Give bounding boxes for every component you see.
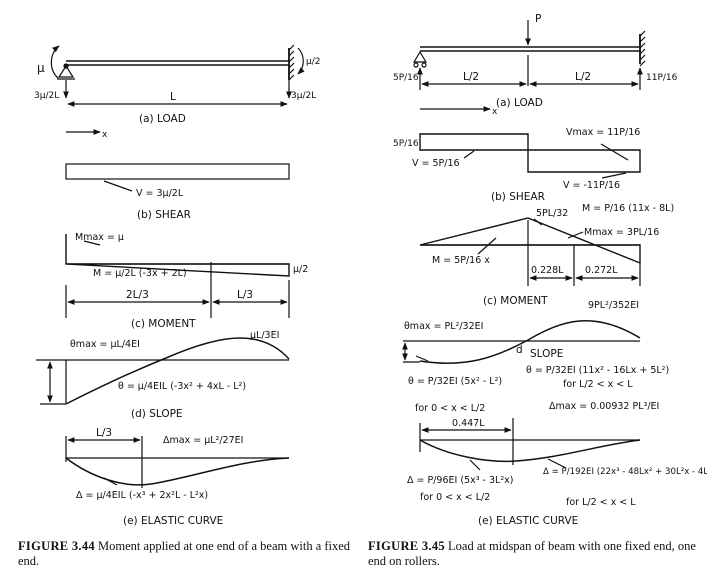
figure-344-text: Moment applied at one end of a beam with… (18, 539, 351, 568)
fig345-elastic-range2: for L/2 < x < L (566, 497, 636, 508)
fig345-shear-diagram (419, 133, 641, 173)
fig345-x-label: x (492, 107, 498, 117)
fig344-elastic-curve (65, 457, 290, 486)
figure-344-caption: FIGURE 3.44 Moment applied at one end of… (18, 539, 353, 569)
fig345-shear-caption: (b) SHEAR (491, 191, 545, 203)
fig344-moment-eq: M = μ/2L (-3x + 2L) (93, 268, 187, 279)
fig345-d2-label: 0.272L (585, 265, 618, 276)
fig345-dmax-label: Δmax = 0.00932 PL³/EI (549, 401, 659, 412)
figure-345-number: FIGURE 3.45 (368, 539, 445, 553)
fig345-thmax-label: θmax = PL²/32EI (404, 321, 483, 332)
fig345-shear-v1: V = 5P/16 (412, 158, 460, 169)
fig345-slope-curve (419, 320, 641, 364)
fig345-load-caption: (a) LOAD (496, 97, 543, 109)
fig344-shear-diagram (65, 163, 290, 180)
fig344-slope-caption: (d) SLOPE (131, 408, 183, 420)
fig344-elastic-seg: L/3 (96, 427, 112, 439)
fig344-moment-label: μ (37, 61, 45, 75)
fig345-slope-range1: for 0 < x < L/2 (415, 403, 485, 414)
fig345-d-label: d (516, 344, 523, 356)
fig345-reaction-left-label: 5P/16 (393, 73, 419, 83)
fig344-shear-caption: (b) SHEAR (137, 209, 191, 221)
fig344-shear-leader (103, 180, 133, 192)
fig344-moment-right: μ/2 (293, 264, 308, 275)
fig345-elastic-curve (419, 439, 641, 463)
fig344-load-caption: (a) LOAD (139, 113, 186, 125)
fig344-reaction-left-label: 3μ/2L (34, 91, 59, 101)
fig345-beam (420, 46, 640, 52)
fig344-x-label: x (102, 130, 108, 140)
figure-345-caption: FIGURE 3.45 Load at midspan of beam with… (368, 539, 703, 569)
fig345-roller-support (412, 50, 428, 68)
fig344-slope-eq: θ = μ/4EIL (-3x² + 4xL - L²) (118, 381, 246, 392)
fig345-elastic-eq2: Δ = P/192EI (22x³ - 48Lx² + 30L²x - 4L³) (543, 467, 707, 477)
fig345-moment-caption: (c) MOMENT (483, 295, 548, 307)
fig344-slope-right: μL/3EI (250, 330, 279, 341)
fig345-mmax-label: Mmax = 3PL/16 (584, 227, 659, 238)
fig344-fixed-moment-label: μ/2 (306, 57, 320, 67)
fig344-mmax-label: Mmax = μ (75, 232, 124, 243)
fig345-slope-right: 9PL²/352EI (588, 300, 639, 311)
fig345-dist-label: 0.447L (452, 418, 485, 429)
fig344-slope-curve (65, 337, 290, 405)
fig345-slope-range2: for L/2 < x < L (563, 379, 633, 390)
fig345-fixed-wall (639, 30, 646, 67)
fig344-span-label: L (170, 91, 176, 103)
figure-344-number: FIGURE 3.44 (18, 539, 95, 553)
fig344-wall-moment-icon (297, 47, 305, 75)
fig344-thmax-label: θmax = μL/4EI (70, 339, 140, 350)
fig344-seg2-label: L/3 (237, 289, 253, 301)
figure-345-text: Load at midspan of beam with one fixed e… (368, 539, 696, 568)
fig345-half1-label: L/2 (463, 71, 479, 83)
fig344-dmax-label: Δmax = μL²/27EI (163, 435, 243, 446)
fig345-peak-label: 5PL/32 (536, 208, 568, 219)
fig345-vmax-label: Vmax = 11P/16 (566, 127, 640, 138)
fig345-half2-label: L/2 (575, 71, 591, 83)
fig345-reaction-right-label: 11P/16 (646, 73, 678, 83)
fig344-beam (66, 60, 289, 66)
fig344-fixed-wall (288, 44, 295, 81)
fig345-d1-label: 0.228L (531, 265, 564, 276)
fig345-moment-eq2: M = P/16 (11x - 8L) (582, 203, 674, 214)
fig345-shear-left: 5P/16 (393, 139, 419, 149)
fig344-moment-caption: (c) MOMENT (131, 318, 196, 330)
fig345-moment-eq1: M = 5P/16 x (432, 255, 490, 266)
fig345-slope-eq1: θ = P/32EI (5x² - L²) (408, 376, 502, 387)
fig344-shear-value: V = 3μ/2L (136, 188, 184, 199)
fig344-applied-moment-icon (50, 45, 60, 79)
fig344-seg1-label: 2L/3 (126, 289, 149, 301)
fig345-elastic-caption: (e) ELASTIC CURVE (478, 515, 578, 527)
fig344-elastic-caption: (e) ELASTIC CURVE (123, 515, 223, 527)
fig345-shear-v2: V = -11P/16 (563, 180, 620, 191)
fig344-reaction-right-label: 3μ/2L (291, 91, 316, 101)
fig345-slope-label: SLOPE (530, 348, 563, 360)
fig345-elastic-eq1: Δ = P/96EI (5x³ - 3L²x) (407, 475, 513, 486)
fig345-slope-eq2: θ = P/32EI (11x² - 16Lx + 5L²) (526, 365, 669, 376)
fig345-P-label: P (535, 13, 541, 25)
fig344-elastic-eq: Δ = μ/4EIL (-x³ + 2x²L - L²x) (76, 490, 208, 501)
fig345-elastic-range1: for 0 < x < L/2 (420, 492, 490, 503)
fig344-pin-support (57, 63, 75, 80)
